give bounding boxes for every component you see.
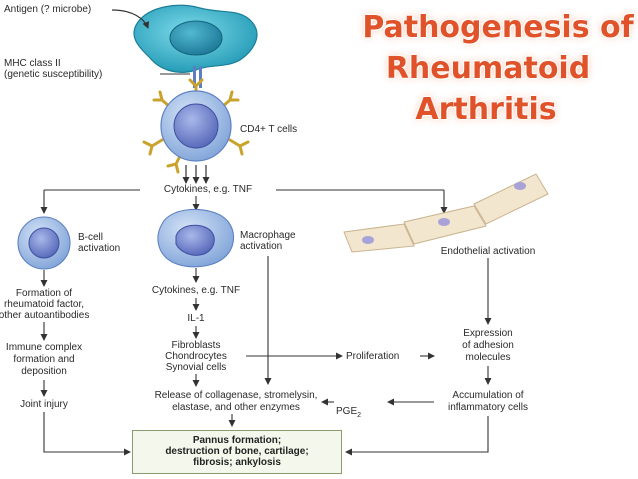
chondrocytes-label: Chondrocytes xyxy=(165,351,227,362)
immune-complex-line-1: Immune complex xyxy=(5,342,83,353)
pannus-outcome-box: Pannus formation; destruction of bone, c… xyxy=(132,430,342,474)
title-line-2: Rheumatoid xyxy=(385,51,591,86)
immune-complex-line-3: deposition xyxy=(21,366,67,377)
cd4-t-cells-label: CD4+ T cells xyxy=(240,124,298,135)
rheumatoid-factor-line-2: rheumatoid factor, xyxy=(3,299,85,310)
mhc-label-line-1: MHC class II xyxy=(4,58,61,69)
b-cell-pathway-arrows xyxy=(40,270,131,456)
cytokines-top-label: Cytokines, e.g. TNF xyxy=(163,184,253,195)
antigen-presenting-cell-icon xyxy=(133,4,258,73)
rheumatoid-factor-line-1: Formation of xyxy=(15,288,73,299)
cd4-t-cell-icon xyxy=(142,78,250,174)
title-line-1: Pathogenesis of xyxy=(362,10,634,45)
fibroblasts-label: Fibroblasts xyxy=(171,340,221,351)
antigen-arrow xyxy=(111,9,150,29)
macrophage-icon xyxy=(157,208,235,268)
immune-complex-line-2: formation and xyxy=(13,354,75,365)
macrophage-pathway-arrows xyxy=(192,256,343,427)
b-cell-icon xyxy=(17,216,71,270)
t-cell-output-arrows xyxy=(182,165,210,184)
outcome-line-2: destruction of bone, cartilage; xyxy=(165,446,309,457)
joint-injury-label: Joint injury xyxy=(20,399,68,410)
endothelial-activation-label: Endothelial activation xyxy=(440,246,536,257)
adhesion-expression-line-2: of adhesion xyxy=(462,340,514,351)
title-line-3: Arthritis xyxy=(415,92,557,127)
outcome-line-1: Pannus formation; xyxy=(192,435,282,446)
pge2-label: PGE2 xyxy=(336,406,362,419)
macrophage-label-line-2: activation xyxy=(240,241,283,252)
adhesion-expression-line-3: molecules xyxy=(465,352,511,363)
enzyme-release-line-2: elastase, and other enzymes xyxy=(172,402,300,413)
il1-label: IL-1 xyxy=(187,313,205,324)
accumulation-line-1: Accumulation of xyxy=(452,390,524,401)
rheumatoid-factor-line-3: other autoantibodies xyxy=(0,310,90,321)
adhesion-expression-line-1: Expression xyxy=(463,328,513,339)
synovial-cells-label: Synovial cells xyxy=(165,362,227,373)
cytokines-mid-label: Cytokines, e.g. TNF xyxy=(151,285,241,296)
enzyme-release-line-1: Release of collagenase, stromelysin, xyxy=(154,390,318,401)
macrophage-label-line-1: Macrophage xyxy=(240,230,296,241)
mhc-tcr-complex-icon xyxy=(193,66,202,88)
b-cell-label-line-1: B-cell xyxy=(78,232,104,243)
mhc-label-line-2: (genetic susceptibility) xyxy=(4,69,103,80)
cytokine-branch-lines xyxy=(40,189,448,214)
accumulation-line-2: inflammatory cells xyxy=(447,402,529,413)
outcome-line-3: fibrosis; ankylosis xyxy=(193,457,281,468)
endothelium-icon xyxy=(343,173,549,253)
proliferation-label: Proliferation xyxy=(346,351,400,362)
b-cell-label-line-2: activation xyxy=(78,243,121,254)
endothelial-pathway-arrows xyxy=(345,258,492,456)
antigen-label: Antigen (? microbe) xyxy=(4,4,92,15)
